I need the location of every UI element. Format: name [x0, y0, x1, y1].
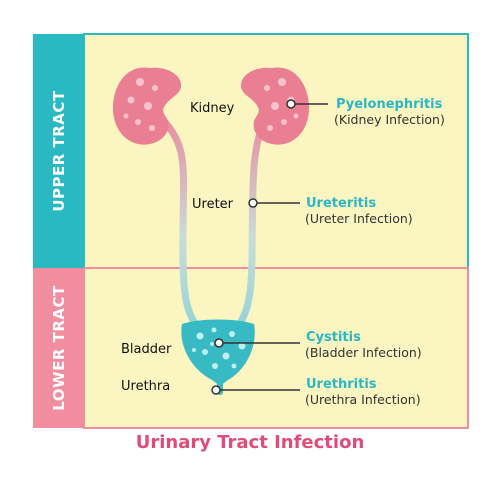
pointer-urethra — [211, 385, 300, 395]
condition-name: Cystitis — [306, 330, 361, 345]
condition-subtitle: (Ureter Infection) — [305, 211, 413, 226]
condition-name: Urethritis — [306, 377, 377, 392]
pointer-ureter — [248, 198, 300, 208]
upper-tract-band — [33, 34, 84, 268]
urethra-label: Urethra — [121, 379, 170, 394]
right-ureter — [222, 108, 272, 344]
condition-subtitle: (Bladder Infection) — [305, 345, 422, 360]
pointer-bladder — [214, 338, 300, 348]
upper-tract-label: UPPER TRACT — [50, 90, 68, 212]
bladder-shape — [181, 319, 255, 386]
condition-name: Ureteritis — [306, 196, 376, 211]
lower-tract-label: LOWER TRACT — [50, 285, 68, 411]
condition-subtitle: (Kidney Infection) — [334, 112, 445, 127]
diagram-caption: Urinary Tract Infection — [135, 432, 365, 453]
condition-name: Pyelonephritis — [336, 97, 443, 112]
ureter-label: Ureter — [192, 197, 234, 212]
left-kidney — [113, 67, 182, 145]
condition-subtitle: (Urethra Infection) — [305, 392, 421, 407]
lower-tract-panel — [83, 267, 469, 429]
bladder-label: Bladder — [121, 342, 172, 357]
kidney-label: Kidney — [190, 101, 235, 116]
lower-tract-band — [33, 268, 84, 428]
pointer-kidney — [286, 99, 328, 109]
left-ureter — [152, 108, 214, 344]
right-kidney — [240, 67, 309, 145]
